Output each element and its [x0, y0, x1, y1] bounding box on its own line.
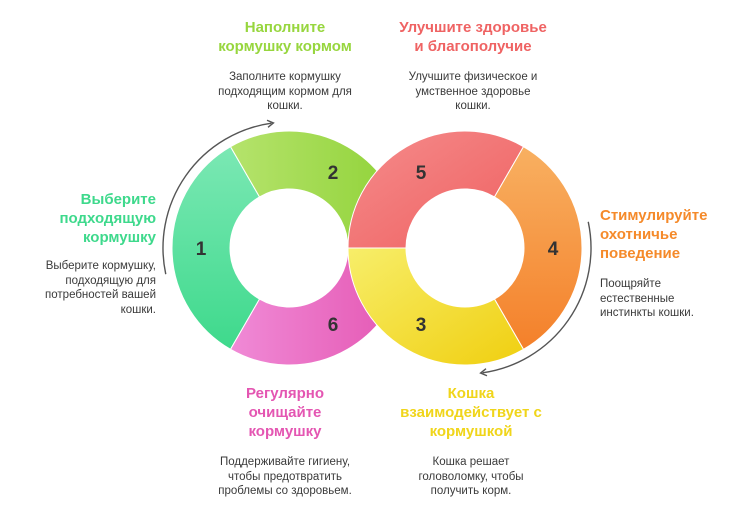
- step-2-desc-line: подходящим кормом для: [218, 85, 352, 98]
- step-1-number: 1: [196, 239, 207, 260]
- loop-segment-5: [347, 130, 525, 249]
- step-5-desc-line: Улучшите физическое и: [408, 71, 538, 83]
- step-5-block: Улучшите здоровье и благополучие Улучшит…: [378, 18, 568, 114]
- step-5-number: 5: [416, 163, 427, 184]
- step-4-title-line: поведение: [600, 245, 681, 262]
- cycle-arrow-left-head: [266, 119, 275, 128]
- step-5-title-line: Улучшите здоровье: [399, 19, 547, 36]
- cycle-arrow-left: [162, 122, 272, 275]
- step-3-title-line: Кошка: [447, 385, 495, 402]
- step-4-desc-line: естественные: [600, 292, 675, 305]
- step-1-block: Выберите подходящую кормушку Выберите ко…: [18, 190, 156, 317]
- loop-segment-1: [171, 145, 261, 351]
- step-3-desc-line: Кошка решает: [432, 456, 510, 468]
- step-6-desc-line: Поддерживайте гигиену,: [219, 456, 351, 468]
- step-4-desc-line: Поощряйте: [600, 278, 661, 290]
- step-5-desc-line: кошки.: [455, 100, 491, 112]
- step-1-title-line: Выберите: [80, 191, 156, 208]
- step-3-title-line: кормушкой: [429, 423, 513, 440]
- step-5-title: Улучшите здоровье и благополучие: [378, 18, 568, 56]
- step-1-description: Выберите кормушку, подходящую для потреб…: [18, 259, 156, 317]
- step-2-block: Наполните кормушку кормом Заполните корм…: [190, 18, 380, 114]
- step-1-desc-line: подходящую для: [65, 274, 156, 287]
- step-1-desc-line: кошки.: [120, 303, 156, 316]
- step-6-title-line: очищайте: [248, 404, 322, 421]
- step-4-title-line: охотничье: [600, 226, 678, 243]
- cycle-arrow-right: [482, 221, 592, 374]
- step-1-desc-line: Выберите кормушку,: [45, 260, 156, 272]
- step-4-block: Стимулируйте охотничье поведение Поощряй…: [600, 206, 740, 321]
- step-2-desc-line: Заполните кормушку: [229, 71, 341, 83]
- step-3-block: Кошка взаимодействует с кормушкой Кошка …: [376, 384, 566, 499]
- step-2-description: Заполните кормушку подходящим кормом для…: [190, 70, 380, 114]
- step-1-desc-line: потребностей вашей: [45, 289, 156, 301]
- step-4-title-line: Стимулируйте: [600, 207, 708, 224]
- step-6-description: Поддерживайте гигиену, чтобы предотврати…: [190, 455, 380, 499]
- step-4-description: Поощряйте естественные инстинкты кошки.: [600, 277, 740, 321]
- step-2-desc-line: кошки.: [267, 100, 303, 112]
- step-2-title-line: кормушку кормом: [218, 38, 352, 55]
- step-2-title: Наполните кормушку кормом: [190, 18, 380, 56]
- step-6-title-line: кормушку: [248, 423, 322, 440]
- step-2-number: 2: [328, 163, 339, 184]
- step-6-block: Регулярно очищайте кормушку Поддерживайт…: [190, 384, 380, 499]
- loop-segment-3: [347, 247, 525, 366]
- step-6-title: Регулярно очищайте кормушку: [190, 384, 380, 441]
- step-6-desc-line: чтобы предотвратить: [227, 470, 343, 483]
- step-1-title-line: кормушку: [82, 229, 156, 246]
- step-3-desc-line: головоломку, чтобы: [418, 470, 524, 483]
- cycle-arrow-right-head: [479, 368, 488, 377]
- step-6-number: 6: [328, 315, 339, 336]
- step-3-desc-line: получить корм.: [430, 485, 512, 497]
- step-4-title: Стимулируйте охотничье поведение: [600, 206, 740, 263]
- step-1-title-line: подходящую: [59, 210, 156, 227]
- step-1-title: Выберите подходящую кормушку: [18, 190, 156, 247]
- step-3-number: 3: [416, 315, 427, 336]
- step-3-title-line: взаимодействует с: [400, 404, 542, 421]
- step-4-desc-line: инстинкты кошки.: [600, 307, 694, 319]
- step-5-desc-line: умственное здоровье: [415, 85, 531, 98]
- step-2-title-line: Наполните: [244, 19, 326, 36]
- step-3-title: Кошка взаимодействует с кормушкой: [376, 384, 566, 441]
- step-5-title-line: и благополучие: [414, 38, 532, 55]
- loop-segment-4: [493, 145, 583, 351]
- step-4-number: 4: [548, 239, 559, 260]
- step-6-title-line: Регулярно: [245, 385, 325, 402]
- step-3-description: Кошка решает головоломку, чтобы получить…: [376, 455, 566, 499]
- step-6-desc-line: проблемы со здоровьем.: [218, 485, 352, 497]
- step-5-description: Улучшите физическое и умственное здоровь…: [378, 70, 568, 114]
